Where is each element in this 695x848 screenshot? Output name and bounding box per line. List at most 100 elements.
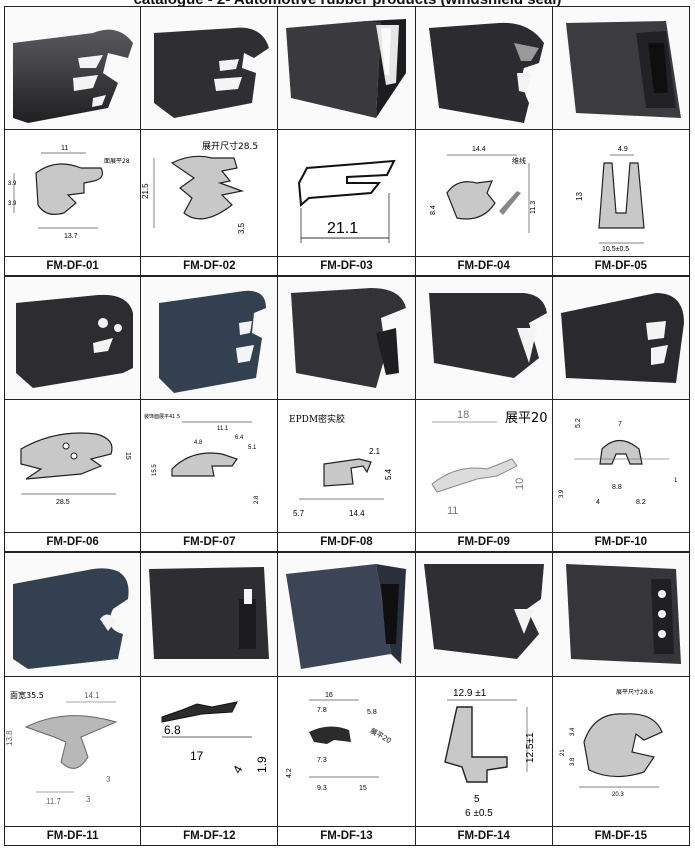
dim-label: 11 [61, 145, 68, 152]
dim-label: 12.5±1 [525, 732, 536, 763]
product-photo [278, 552, 416, 676]
dim-label: 21.5 [142, 183, 150, 199]
dim-label: 21.1 [327, 220, 358, 237]
profile-drawing: 12.9 ±1 12.5±1 5 6 ±0.5 [415, 676, 553, 826]
profile-drawing: 18 展平20 10 11 [415, 399, 553, 532]
dim-label: 12.9 ±1 [453, 688, 487, 699]
dim-label: 1.9 [255, 755, 269, 772]
dim-label: 8.2 [636, 499, 646, 506]
dim-label: 14.4 [349, 509, 365, 518]
profile-drawing: 面宽35.5 14.1 13.8 11.7 3 3 [4, 676, 142, 826]
dim-label: 3.8 [570, 756, 576, 765]
photo-row-2 [4, 276, 690, 399]
product-photo [4, 276, 142, 399]
dim-label: 3 [86, 795, 91, 804]
dim-label: 7.8 [317, 707, 327, 714]
profile-drawing: 21.1 [278, 129, 416, 256]
dim-label: 4 [230, 762, 246, 775]
dim-label: 11.7 [46, 797, 62, 806]
product-code: FM-DF-02 [141, 256, 279, 276]
dim-label: 2.8 [254, 494, 260, 503]
dim-label: 10 [514, 477, 526, 489]
product-photo [141, 6, 279, 129]
dim-label: 面宽35.5 [10, 690, 44, 700]
dim-label: 4.8 [194, 440, 203, 446]
dim-label: 17 [190, 749, 204, 763]
dim-label: 展平尺寸28.6 [616, 688, 654, 696]
profile-drawing: 16 7.8 5.8 展平20 7.3 4.2 9.3 15 [278, 676, 416, 826]
dim-label: 面展平28 [104, 158, 130, 165]
label-row-3: FM-DF-11 FM-DF-12 FM-DF-13 FM-DF-14 FM-D… [4, 826, 690, 846]
profile-drawing: 展开尺寸28.5 21.5 3.5 [141, 129, 279, 256]
dim-label: 8.8 [612, 484, 622, 491]
dim-label: 9.3 [317, 785, 327, 792]
product-grid: 11 面展平28 3.9 3.9 13.7 展开尺寸28.5 21.5 3.5 [4, 6, 690, 846]
dim-label: 1 [674, 478, 678, 484]
product-code: FM-DF-11 [4, 826, 142, 846]
dim-label: 16 [325, 692, 333, 699]
dim-label: 13.8 [6, 729, 14, 745]
photo-row-1 [4, 6, 690, 129]
dim-label: 11 [447, 505, 458, 517]
dim-label: 3.9 [8, 201, 17, 207]
product-photo [415, 276, 553, 399]
dim-label: 13.7 [64, 233, 78, 240]
label-row-1: FM-DF-01 FM-DF-02 FM-DF-03 FM-DF-04 FM-D… [4, 256, 690, 276]
dim-label: 展开尺寸28.5 [202, 140, 258, 152]
dim-label: 10.5±0.5 [602, 246, 629, 253]
dim-label: 11.1 [217, 426, 229, 432]
product-photo [552, 276, 690, 399]
dim-label: 装饰面展平41.5 [144, 413, 180, 420]
dim-label: 6.4 [235, 435, 244, 441]
dim-label: 3.9 [8, 181, 17, 187]
dim-label: 5.2 [575, 418, 582, 428]
drawing-row-2: 28.5 15 装饰面展平41.5 11.1 4.8 6.4 5.1 15.5 … [4, 399, 690, 532]
dim-label: 7 [618, 421, 622, 428]
product-photo [4, 6, 142, 129]
profile-drawing: 28.5 15 [4, 399, 142, 532]
product-photo [278, 6, 416, 129]
product-photo [278, 276, 416, 399]
dim-label: 3.9 [559, 488, 565, 497]
dim-label: 4.9 [618, 146, 628, 153]
photo-row-3 [4, 552, 690, 676]
product-code: FM-DF-06 [4, 532, 142, 552]
product-code: FM-DF-03 [278, 256, 416, 276]
dim-label: 21 [560, 748, 566, 755]
dim-label: 18 [457, 409, 469, 421]
dim-label: 5 [474, 794, 480, 805]
dim-label: 11.3 [530, 201, 537, 214]
dim-label: 5.7 [293, 509, 305, 518]
profile-drawing: 4.9 13 10.5±0.5 [552, 129, 690, 256]
dim-label: 维线 [512, 156, 526, 165]
profile-drawing: 5.2 7 8.8 3.9 4 8.2 1 [552, 399, 690, 532]
dim-label: 14.1 [84, 691, 100, 700]
dim-label: 3 [106, 775, 111, 784]
product-photo [141, 552, 279, 676]
dim-label: 7.3 [317, 757, 327, 764]
dim-label: 5.4 [384, 468, 393, 480]
profile-drawing: 装饰面展平41.5 11.1 4.8 6.4 5.1 15.5 2.8 [141, 399, 279, 532]
product-code: FM-DF-05 [552, 256, 690, 276]
dim-label: 15.5 [152, 463, 158, 475]
catalogue-section-1: 11 面展平28 3.9 3.9 13.7 展开尺寸28.5 21.5 3.5 [4, 6, 690, 276]
dim-label: 15 [124, 452, 131, 460]
product-code: FM-DF-10 [552, 532, 690, 552]
catalogue-section-3: 面宽35.5 14.1 13.8 11.7 3 3 6.8 17 4 1.9 [4, 552, 690, 846]
dim-label: EPDM密实胶 [289, 413, 345, 425]
catalogue-title: catalogue - 2- Automotive rubber product… [0, 0, 695, 8]
dim-label: 15 [359, 785, 367, 792]
product-photo [415, 552, 553, 676]
product-code: FM-DF-01 [4, 256, 142, 276]
dim-label: 3.4 [570, 726, 576, 735]
label-row-2: FM-DF-06 FM-DF-07 FM-DF-08 FM-DF-09 FM-D… [4, 532, 690, 552]
profile-drawing: 6.8 17 4 1.9 [141, 676, 279, 826]
product-code: FM-DF-12 [141, 826, 279, 846]
product-photo [415, 6, 553, 129]
product-photo [4, 552, 142, 676]
product-code: FM-DF-07 [141, 532, 279, 552]
profile-drawing: 11 面展平28 3.9 3.9 13.7 [4, 129, 142, 256]
product-code: FM-DF-15 [552, 826, 690, 846]
catalogue-section-2: 28.5 15 装饰面展平41.5 11.1 4.8 6.4 5.1 15.5 … [4, 276, 690, 552]
profile-drawing: 展平尺寸28.6 21 3.4 3.8 20.3 [552, 676, 690, 826]
